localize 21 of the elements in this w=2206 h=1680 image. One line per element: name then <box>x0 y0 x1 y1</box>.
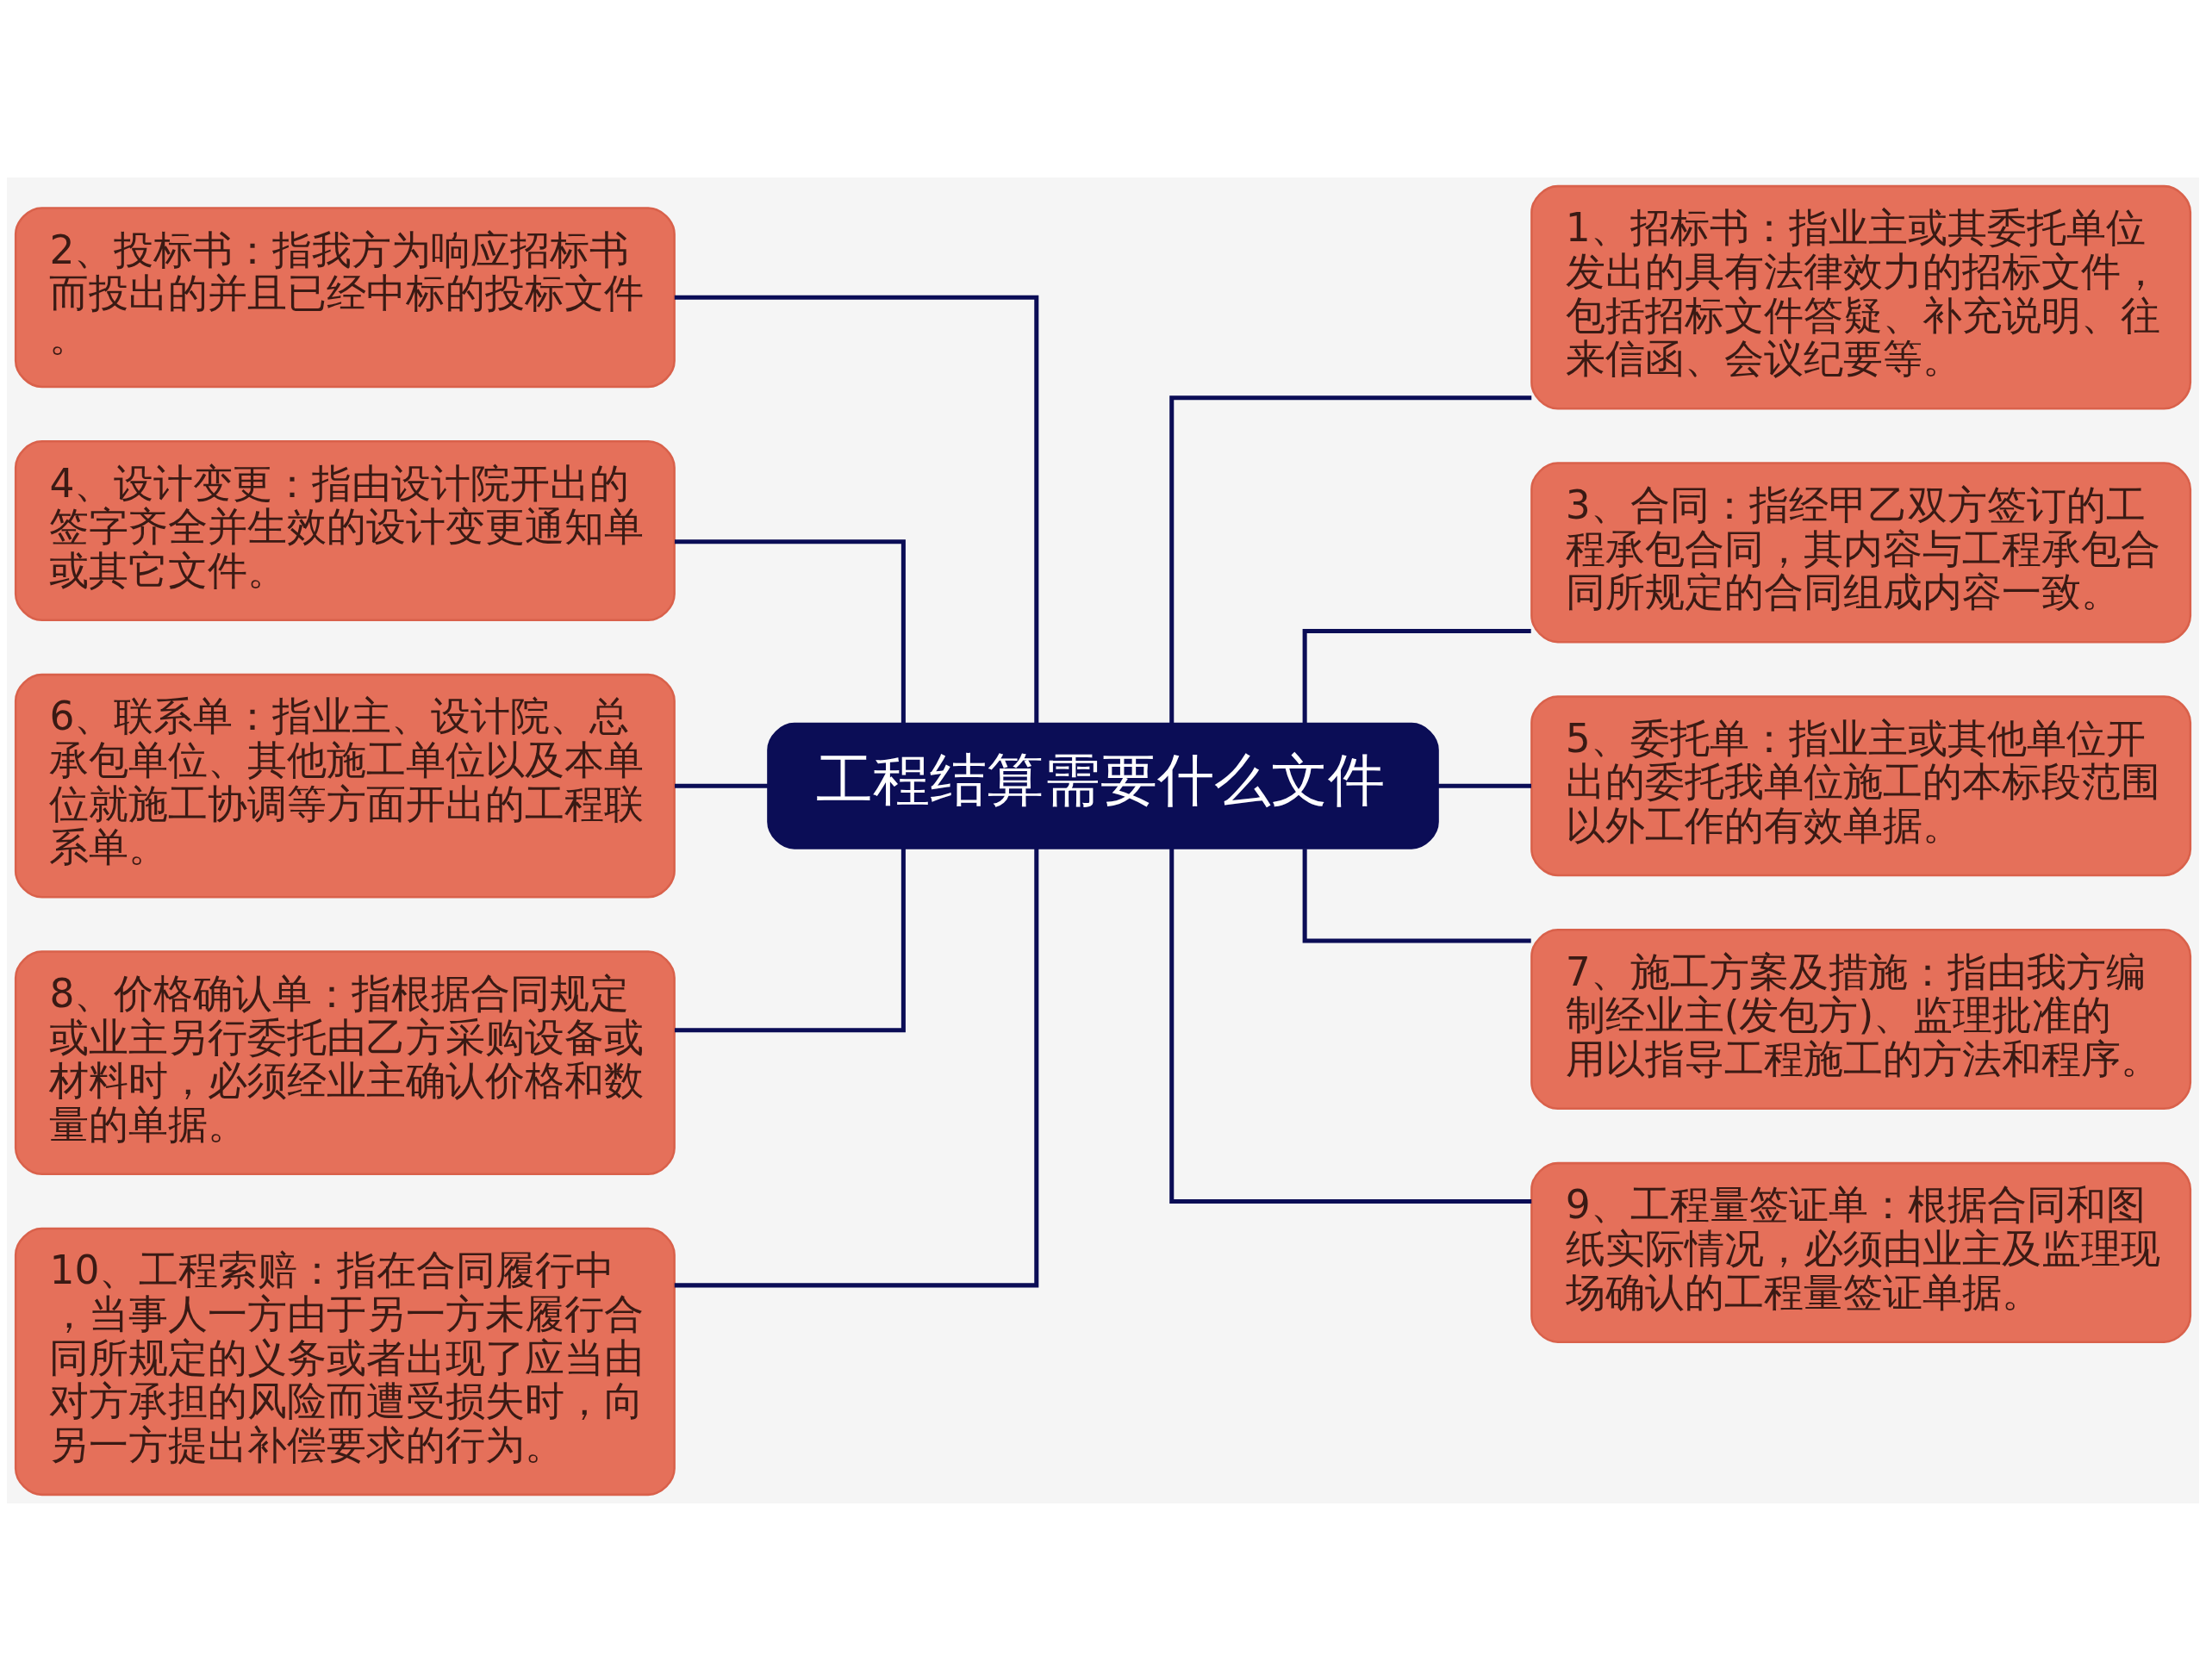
connector <box>674 848 906 1032</box>
node-box: 2、投标书：指我方为响应招标书而投出的并且已经中标的投标文件。 <box>14 206 676 388</box>
connector <box>674 538 906 724</box>
node-box: 7、施工方案及措施：指由我方编制经业主(发包方)、监理批准的用以指导工程施工的方法和程序。 <box>1530 928 2192 1110</box>
connector <box>675 783 769 788</box>
connector <box>1302 848 1531 943</box>
node-box: 工程结算需要什么文件 <box>767 722 1439 849</box>
node-box: 4、设计变更：指由设计院开出的签字齐全并生效的设计变更通知单或其它文件。 <box>14 439 676 621</box>
connector <box>674 295 1039 723</box>
connector <box>1169 847 1532 1204</box>
connector <box>674 847 1039 1287</box>
node-box: 5、委托单：指业主或其他单位开出的委托我单位施工的本标段范围以外工作的有效单据。 <box>1530 694 2192 876</box>
connector <box>1302 628 1531 723</box>
connector <box>1438 783 1531 788</box>
node-box: 10、工程索赔：指在合同履行中，当事人一方由于另一方未履行合同所规定的义务或者出现了应当由对方承担的风险而遭受损失时，向另一方提出补偿要求的行为。 <box>14 1227 676 1496</box>
connector <box>1169 395 1532 724</box>
node-box: 3、合同：指经甲乙双方签订的工程承包合同，其内容与工程承包合同所规定的合同组成内容一致。 <box>1530 461 2192 643</box>
node-box: 9、工程量签证单：根据合同和图纸实际情况，必须由业主及监理现场确认的工程量签证单据。 <box>1530 1161 2192 1343</box>
node-box: 6、联系单：指业主、设计院、总承包单位、其他施工单位以及本单位就施工协调等方面开出的工程联系单。 <box>14 673 676 899</box>
node-box: 8、价格确认单：指根据合同规定或业主另行委托由乙方采购设备或材料时，必须经业主确认价格和数量的单据。 <box>14 949 676 1175</box>
node-box: 1、招标书：指业主或其委托单位发出的具有法律效力的招标文件，包括招标文件答疑、补充说明、往来信函、会议纪要等。 <box>1530 184 2192 410</box>
